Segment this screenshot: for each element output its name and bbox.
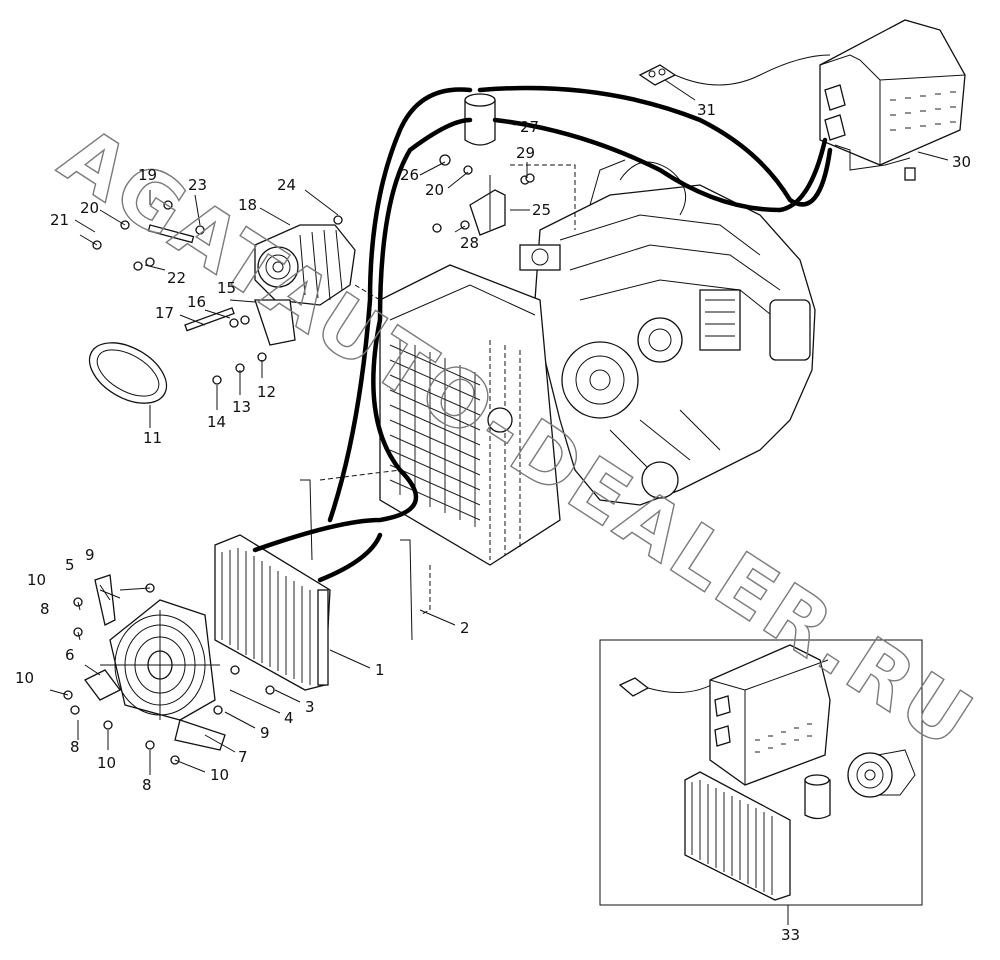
callout-5: 5	[65, 556, 75, 574]
callout-7: 7	[238, 748, 248, 766]
callout-8-c: 8	[142, 776, 152, 794]
condenser	[214, 479, 413, 691]
callout-3: 3	[305, 698, 315, 716]
callout-22: 22	[167, 269, 186, 287]
engine-block	[519, 159, 816, 506]
callout-6: 6	[65, 646, 75, 664]
callout-9-b: 9	[260, 724, 270, 742]
callout-13: 13	[232, 398, 251, 416]
leader-lines	[49, 79, 949, 925]
callout-21: 21	[50, 211, 69, 229]
guide-lines	[319, 164, 576, 616]
receiver-drier	[464, 93, 496, 146]
callout-2: 2	[460, 619, 470, 637]
callout-25: 25	[532, 201, 551, 219]
callout-10-b: 10	[15, 669, 34, 687]
callout-10-c: 10	[97, 754, 116, 772]
refrigerant-hoses	[252, 85, 833, 583]
callout-29: 29	[516, 144, 535, 162]
callout-11: 11	[143, 429, 162, 447]
callout-24: 24	[277, 176, 296, 194]
radiator	[379, 264, 561, 566]
drier-bracket	[469, 175, 506, 236]
evaporator-unit	[819, 19, 966, 181]
drive-belt	[88, 342, 168, 404]
callout-31: 31	[697, 101, 716, 119]
callout-8-a: 8	[40, 600, 50, 618]
kit-inset	[599, 639, 923, 906]
callout-18: 18	[238, 196, 257, 214]
callout-20-a: 20	[80, 199, 99, 217]
callout-27: 27	[520, 118, 539, 136]
callout-15: 15	[217, 279, 236, 297]
fan-shroud	[84, 574, 226, 751]
callout-23: 23	[188, 176, 207, 194]
callout-10-a: 10	[27, 571, 46, 589]
callout-14: 14	[207, 413, 226, 431]
callout-28: 28	[460, 234, 479, 252]
callout-1: 1	[375, 661, 385, 679]
callout-10-d: 10	[210, 766, 229, 784]
callout-17: 17	[155, 304, 174, 322]
callout-19: 19	[138, 166, 157, 184]
callout-4: 4	[284, 709, 294, 727]
callout-9-a: 9	[85, 546, 95, 564]
compressor	[254, 224, 356, 346]
fasteners	[63, 154, 535, 765]
callout-20-b: 20	[425, 181, 444, 199]
callout-8-b: 8	[70, 738, 80, 756]
callout-12: 12	[257, 383, 276, 401]
callout-33: 33	[781, 926, 800, 944]
thermo-switch	[638, 54, 831, 86]
callout-26: 26	[400, 166, 419, 184]
callout-30: 30	[952, 153, 971, 171]
callout-16: 16	[187, 293, 206, 311]
callout-labels: 1 2 3 4 5 6 7 8 8 8 9 9 10 10 10 10 11 1…	[15, 101, 971, 944]
